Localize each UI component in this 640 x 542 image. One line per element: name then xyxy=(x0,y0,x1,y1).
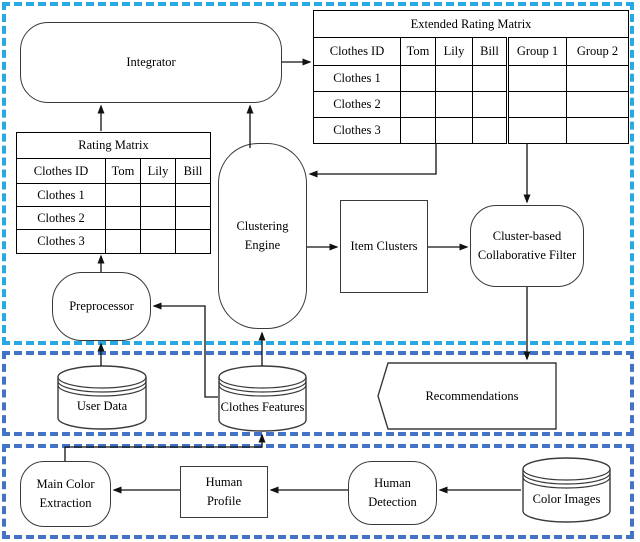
recommendations-label: Recommendations xyxy=(425,388,519,403)
empty-cell xyxy=(140,183,176,207)
recommendations-node: Recommendations xyxy=(377,362,557,430)
empty-cell xyxy=(435,91,473,118)
rating-matrix-title: Rating Matrix xyxy=(15,132,212,159)
human-profile-label: Human Profile xyxy=(205,475,243,508)
clothes-features-label: Clothes Features xyxy=(220,400,305,415)
rating-matrix-table: Rating Matrix Clothes ID Tom Lily Bill C… xyxy=(15,132,212,254)
empty-cell xyxy=(565,117,630,144)
clothes-features-store: Clothes Features xyxy=(218,365,307,432)
row-label: Clothes 1 xyxy=(313,65,401,92)
column-header: Lily xyxy=(140,158,176,184)
user-data-store: User Data xyxy=(57,365,147,430)
column-header: Group 2 xyxy=(565,37,630,66)
main-color-extraction-node: Main Color Extraction xyxy=(20,461,111,527)
color-images-store: Color Images xyxy=(522,457,611,523)
empty-cell xyxy=(174,183,212,207)
human-detection-node: Human Detection xyxy=(348,461,437,525)
column-header: Tom xyxy=(105,158,141,184)
row-label: Clothes 3 xyxy=(313,117,401,144)
database-cylinder-icon xyxy=(522,457,611,523)
empty-cell xyxy=(506,117,567,144)
row-label: Clothes 1 xyxy=(16,183,106,207)
color-images-label: Color Images xyxy=(532,491,601,506)
empty-cell xyxy=(174,229,212,254)
empty-cell xyxy=(506,91,567,118)
main-color-extraction-label: Main Color Extraction xyxy=(36,477,95,510)
empty-cell xyxy=(400,65,436,92)
human-profile-node: Human Profile xyxy=(180,466,268,518)
user-data-label: User Data xyxy=(76,399,128,414)
preprocessor-node: Preprocessor xyxy=(52,272,151,341)
column-header: Lily xyxy=(435,37,473,66)
empty-cell xyxy=(105,183,141,207)
integrator-label: Integrator xyxy=(126,55,176,70)
empty-cell xyxy=(400,91,436,118)
clustering-engine-label: Clustering Engine xyxy=(236,219,289,252)
column-header: Clothes ID xyxy=(16,158,106,184)
empty-cell xyxy=(472,65,508,92)
database-cylinder-icon xyxy=(218,365,307,432)
empty-cell xyxy=(435,117,473,144)
item-clusters-node: Item Clusters xyxy=(340,200,428,293)
column-header: Tom xyxy=(400,37,436,66)
empty-cell xyxy=(105,229,141,254)
integrator-node: Integrator xyxy=(20,22,282,103)
empty-cell xyxy=(565,65,630,92)
preprocessor-label: Preprocessor xyxy=(69,299,134,314)
banner-shape-icon xyxy=(377,362,557,430)
database-cylinder-icon xyxy=(57,365,147,430)
empty-cell xyxy=(435,65,473,92)
empty-cell xyxy=(140,229,176,254)
clustering-engine-node: Clustering Engine xyxy=(218,143,307,329)
empty-cell xyxy=(472,117,508,144)
data-storage-region xyxy=(2,351,634,436)
empty-cell xyxy=(565,91,630,118)
column-header: Group 1 xyxy=(506,37,567,66)
column-header: Clothes ID xyxy=(313,37,401,66)
column-header: Bill xyxy=(174,158,212,184)
empty-cell xyxy=(105,206,141,230)
row-label: Clothes 2 xyxy=(313,91,401,118)
empty-cell xyxy=(400,117,436,144)
collaborative-filter-label: Cluster-based Collaborative Filter xyxy=(477,229,577,262)
empty-cell xyxy=(140,206,176,230)
extended-rating-matrix-table: Extended Rating Matrix Clothes ID Tom Li… xyxy=(312,10,630,144)
rating-integration-region xyxy=(2,2,634,345)
column-header: Bill xyxy=(472,37,508,66)
human-detection-label: Human Detection xyxy=(368,476,417,509)
empty-cell xyxy=(506,65,567,92)
empty-cell xyxy=(472,91,508,118)
extended-rating-matrix-title: Extended Rating Matrix xyxy=(312,10,630,38)
image-processing-region xyxy=(2,444,634,539)
item-clusters-label: Item Clusters xyxy=(350,239,418,254)
row-label: Clothes 2 xyxy=(16,206,106,230)
collaborative-filter-node: Cluster-based Collaborative Filter xyxy=(470,205,584,287)
row-label: Clothes 3 xyxy=(16,229,106,254)
empty-cell xyxy=(174,206,212,230)
